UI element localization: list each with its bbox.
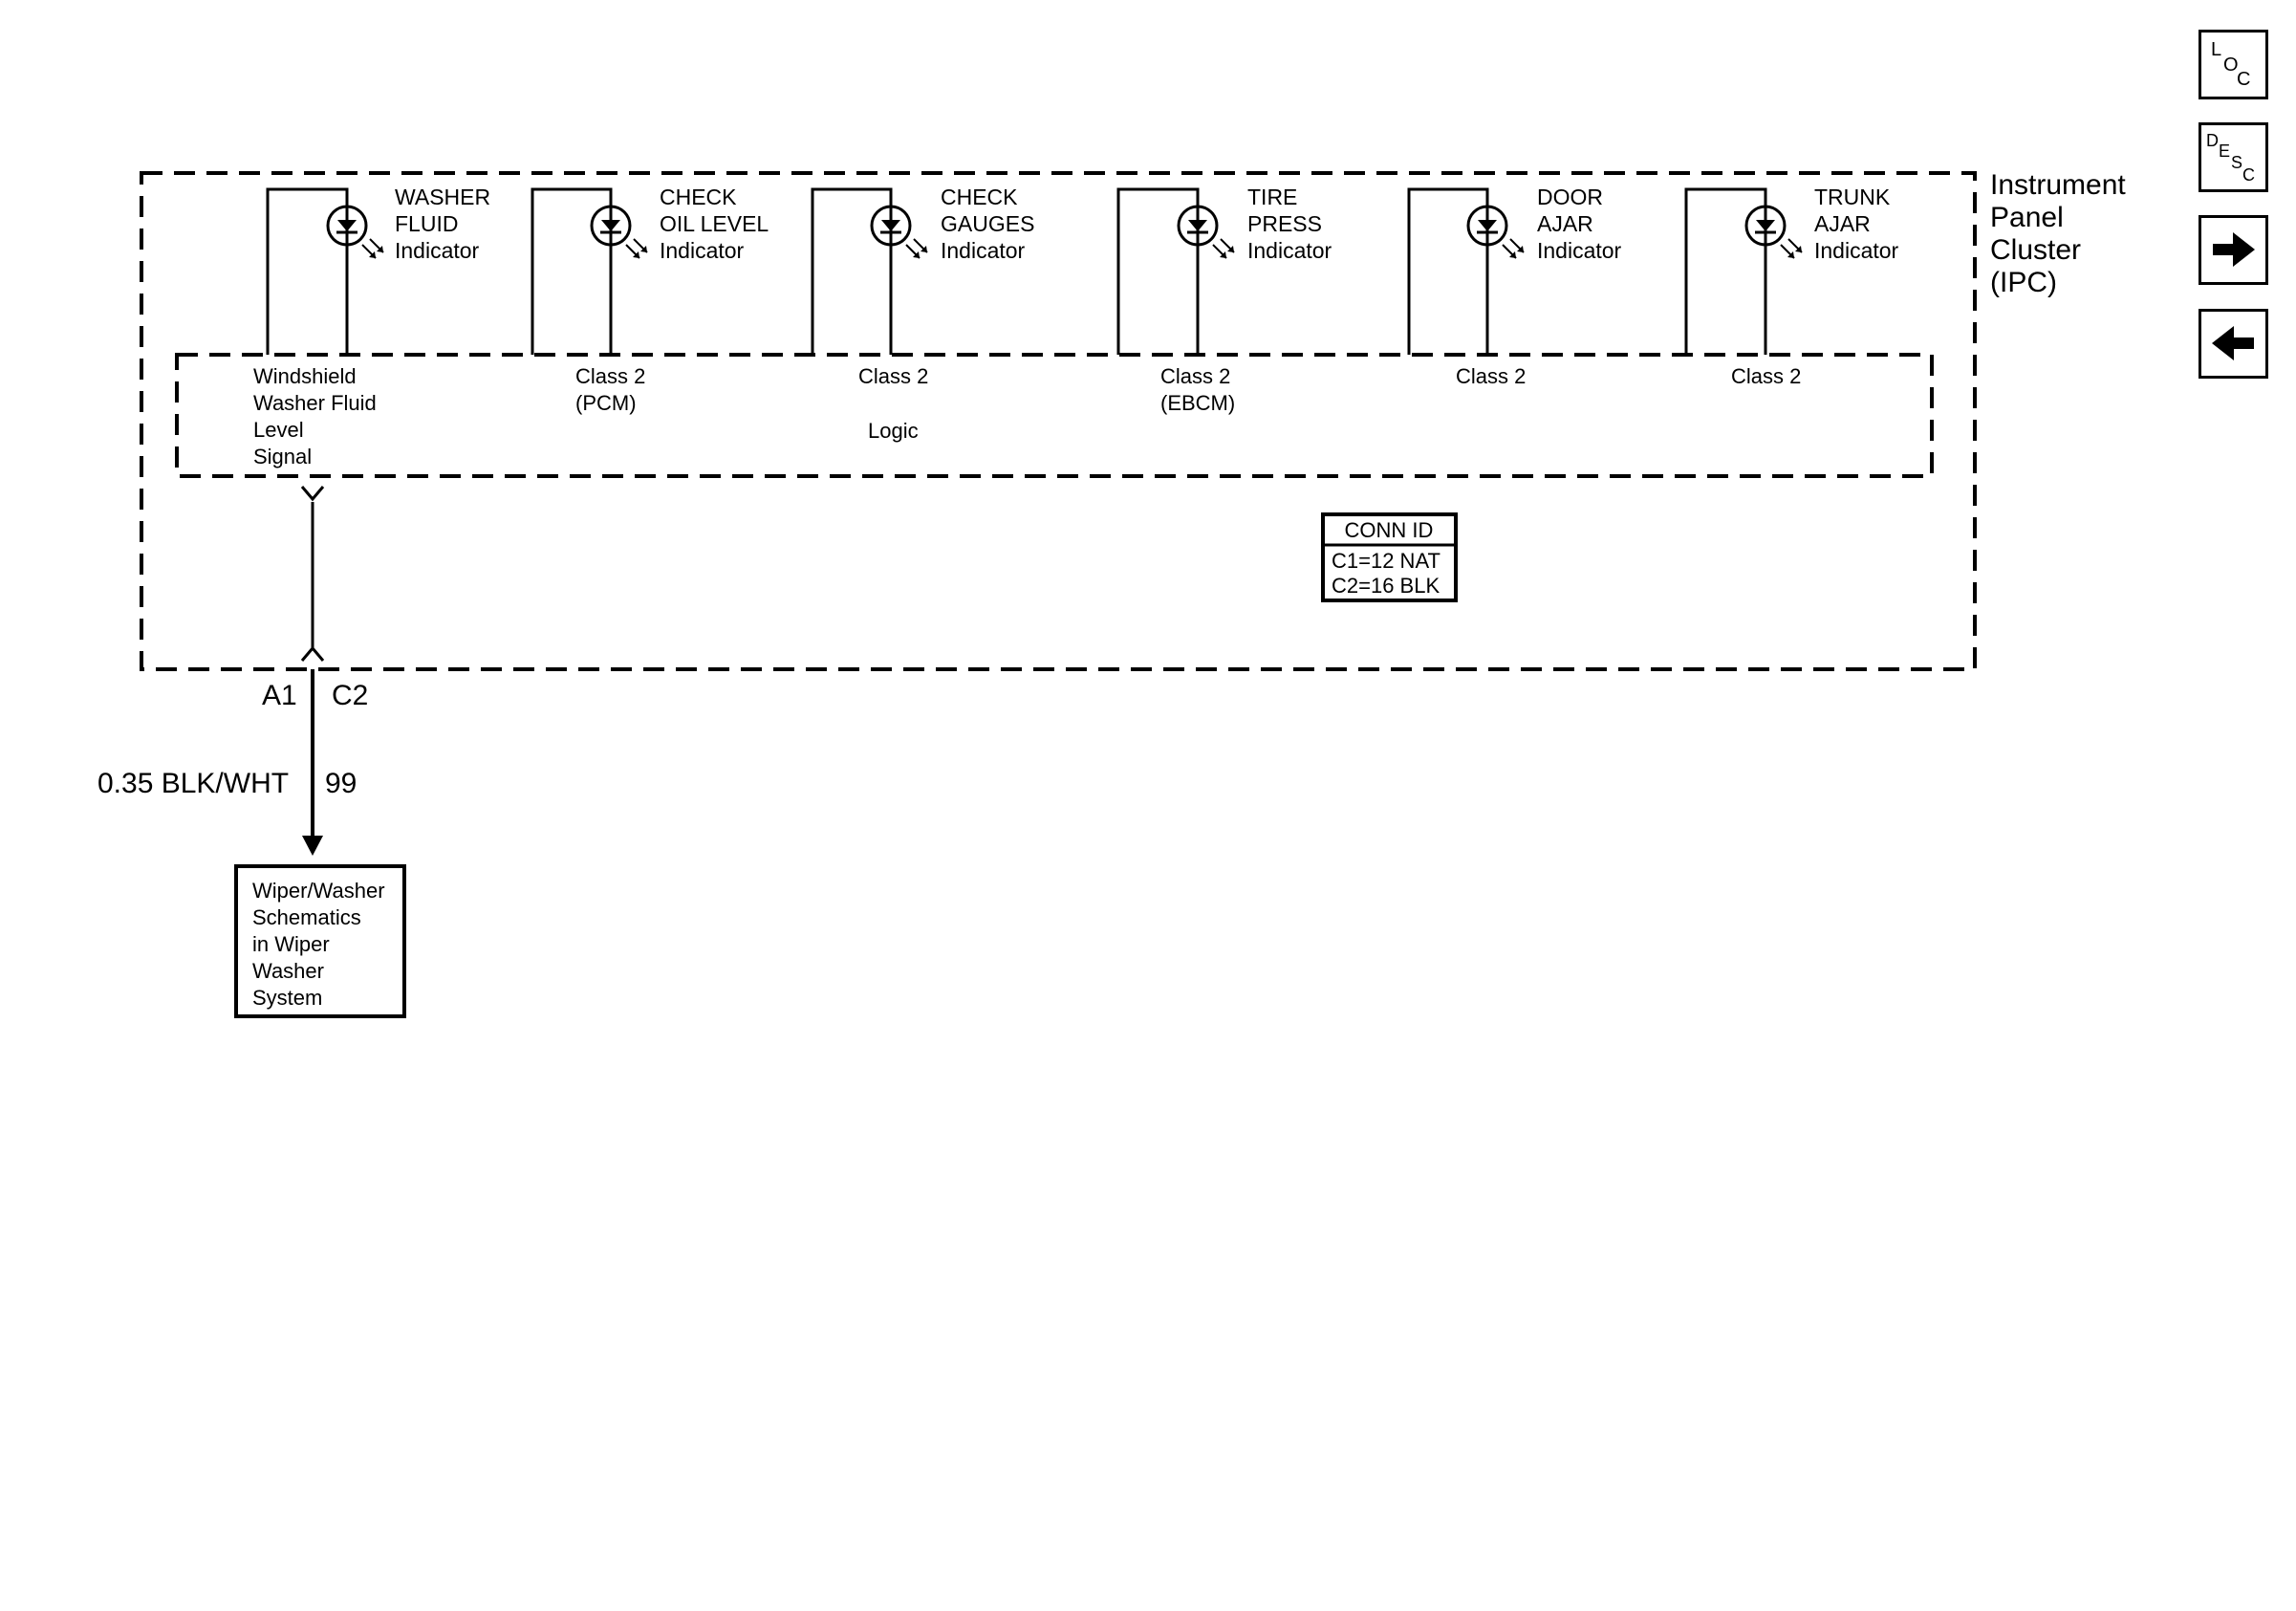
ipc-label-line: (IPC) [1990,267,2057,298]
indicator-name: AJAR [1537,211,1593,236]
lamp-wire [1116,187,1200,355]
loc-letter: C [2237,69,2250,90]
indicator-name: DOOR [1537,185,1603,209]
conn-id-box: CONN ID C1=12 NAT C2=16 BLK [1321,512,1458,602]
light-ray-icon [361,238,384,259]
conn-id-row: C2=16 BLK [1332,574,1440,598]
indicator-type-label: Indicator [1247,238,1332,263]
prev-page-button[interactable] [2199,309,2268,379]
desc-letter: D [2206,131,2219,150]
ipc-label-line: Cluster [1990,234,2081,266]
conn-id-title: CONN ID [1345,518,1434,542]
indicator-type-label: Indicator [395,238,480,263]
led-icon [326,205,368,247]
ipc-enclosure [140,171,1977,671]
indicator-type-label: Indicator [660,238,745,263]
arrow-right-icon [2213,232,2255,267]
female-terminal-icon [300,486,325,502]
led-icon [870,205,912,247]
logic-input-label: Level [253,418,304,442]
loc-letter: O [2223,54,2239,76]
logic-input-label: (PCM) [575,391,637,415]
logic-block [175,353,1934,478]
desc-letter: S [2231,153,2242,172]
desc-icon: D E S C [2206,131,2255,185]
light-ray-icon [1212,238,1235,259]
logic-input-label: (EBCM) [1160,391,1235,415]
logic-input-label: Class 2 [575,364,645,388]
logic-input-label: Washer Fluid [253,391,377,415]
indicator-name: TRUNK [1814,185,1891,209]
ipc-label-line: Instrument [1990,169,2126,201]
led-icon [1177,205,1219,247]
logic-input-label: Class 2 [1456,364,1526,388]
lamp-wire [1684,187,1767,355]
loc-letter: L [2211,39,2221,60]
logic-input-label: Signal [253,445,312,468]
led-icon [1744,205,1787,247]
desc-button[interactable]: D E S C [2199,122,2268,192]
lamp-wire [811,187,893,355]
desc-letter: C [2242,165,2255,185]
logic-input-label: Windshield [253,364,357,388]
indicator-name: PRESS [1247,211,1322,236]
led-icon [1466,205,1508,247]
indicator-name: OIL LEVEL [660,211,769,236]
indicator-name: CHECK [660,185,737,209]
washer-signal-circuit: A1 C2 0.35 BLK/WHT 99 [97,486,368,856]
logic-label: Logic [868,419,919,443]
lamp-wire [266,187,349,355]
reference-text-line: System [252,986,322,1010]
arrow-down-icon [302,836,323,856]
indicator-type-label: Indicator [1814,238,1899,263]
connector-pin-label: A1 [262,680,297,711]
connector-id-label: C2 [332,680,368,711]
led-icon [590,205,632,247]
indicator-type-label: Indicator [1537,238,1622,263]
circuit-number-label: 99 [325,768,357,799]
reference-text-line: Schematics [252,905,361,929]
male-terminal-icon [300,645,325,662]
logic-input-label: Class 2 [858,364,928,388]
lamp-wire [531,187,613,355]
light-ray-icon [1780,238,1803,259]
light-ray-icon [905,238,928,259]
desc-letter: E [2219,142,2230,161]
lamp-wire [1407,187,1489,355]
indicator-type-label: Indicator [941,238,1026,263]
light-ray-icon [625,238,648,259]
reference-text-line: in Wiper [252,932,330,956]
reference-box [234,864,406,1018]
indicator-name: GAUGES [941,211,1034,236]
indicator-name: TIRE [1247,185,1297,209]
indicator-name: FLUID [395,211,458,236]
reference-text-line: Washer [252,959,324,983]
indicator-name: AJAR [1814,211,1871,236]
ipc-label-line: Panel [1990,202,2064,233]
arrow-left-icon [2212,326,2254,360]
next-page-button[interactable] [2199,215,2268,285]
indicator-name: WASHER [395,185,490,209]
indicator-name: CHECK [941,185,1018,209]
light-ray-icon [1502,238,1525,259]
logic-input-label: Class 2 [1160,364,1230,388]
loc-icon: L O C [2211,39,2250,90]
conn-id-row: C1=12 NAT [1332,549,1440,573]
loc-button[interactable]: L O C [2199,30,2268,99]
logic-input-label: Class 2 [1731,364,1801,388]
reference-text-line: Wiper/Washer [252,879,385,903]
wire-spec-label: 0.35 BLK/WHT [97,768,289,799]
